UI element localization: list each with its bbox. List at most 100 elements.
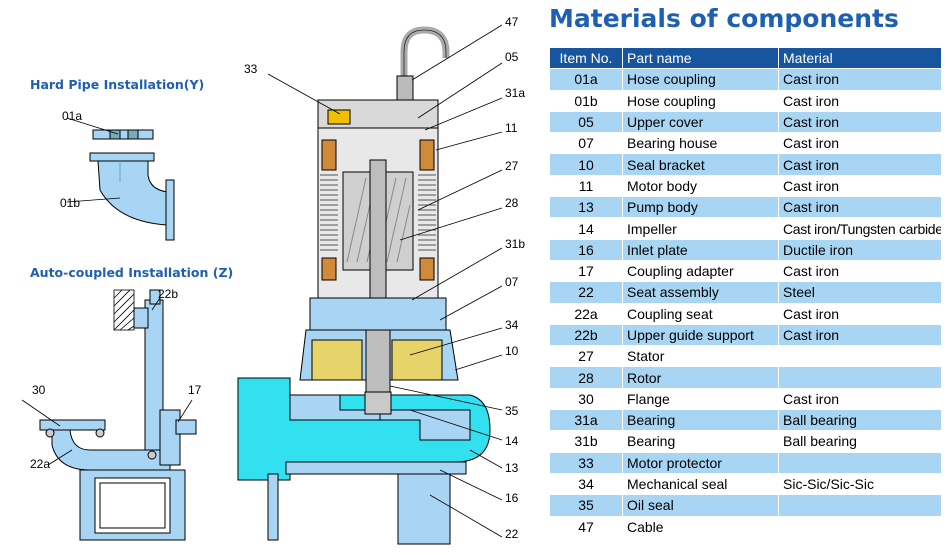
callout-11: 11: [505, 121, 518, 135]
cell-material: Cast iron: [778, 174, 942, 198]
cell-part-name: Flange: [622, 387, 779, 411]
cell-material: [778, 494, 942, 517]
callout-13: 13: [505, 461, 519, 475]
hose-coupling-01a: [92, 129, 154, 140]
cell-material: Ball bearing: [778, 409, 942, 432]
cell-item-no: 31a: [549, 409, 623, 432]
cell-item-no: 14: [549, 217, 623, 240]
cell-material: Cast iron: [778, 89, 942, 112]
cell-item-no: 30: [549, 387, 623, 411]
cell-material: Ball bearing: [778, 430, 942, 453]
cell-item-no: 31b: [549, 430, 623, 453]
auto-coupled-heading: Auto-coupled Installation (Z): [30, 265, 234, 280]
cell-item-no: 10: [549, 153, 623, 176]
callout-05: 05: [505, 50, 519, 64]
callout-07: 07: [505, 275, 519, 289]
callout-47: 47: [505, 15, 519, 29]
cell-item-no: 01b: [549, 89, 623, 112]
cell-item-no: 28: [549, 366, 623, 389]
cell-part-name: Hose coupling: [622, 89, 779, 112]
table-header-row: Item No. Part name Material: [549, 46, 942, 70]
cell-part-name: Motor protector: [622, 451, 779, 474]
wall-hatch: [113, 289, 135, 331]
callout-33: 33: [244, 62, 258, 76]
cell-material: Ductile iron: [778, 238, 942, 261]
callout-17: 17: [188, 383, 202, 397]
callout-16: 16: [505, 491, 519, 505]
cell-item-no: 13: [549, 196, 623, 219]
cell-item-no: 22a: [549, 302, 623, 325]
cell-material: Cast iron: [778, 387, 942, 411]
cell-item-no: 05: [549, 110, 623, 134]
cell-item-no: 27: [549, 345, 623, 368]
cell-part-name: Coupling seat: [622, 302, 779, 325]
cell-item-no: 35: [549, 494, 623, 517]
callout-27: 27: [505, 159, 519, 173]
callout-30: 30: [32, 383, 46, 397]
header-material: Material: [778, 46, 942, 70]
cell-material: Cast iron: [778, 68, 942, 91]
cell-part-name: Coupling adapter: [622, 259, 779, 283]
hard-pipe-heading: Hard Pipe Installation(Y): [30, 77, 205, 92]
callout-01a: 01a: [62, 109, 83, 123]
cell-part-name: Motor body: [622, 174, 779, 198]
cell-material: Cast iron: [778, 110, 942, 134]
cell-part-name: Inlet plate: [622, 238, 779, 261]
cell-part-name: Pump body: [622, 196, 779, 219]
cell-part-name: Bearing: [622, 409, 779, 432]
cell-item-no: 01a: [549, 68, 623, 91]
callout-22b: 22b: [158, 287, 179, 301]
cell-material: Cast iron: [778, 302, 942, 325]
callout-22: 22: [505, 527, 519, 541]
cell-material: [778, 366, 942, 389]
cell-material: [778, 515, 942, 538]
cell-material: Cast iron: [778, 259, 942, 283]
cell-material: [778, 345, 942, 368]
callout-31b: 31b: [505, 237, 526, 251]
cell-part-name: Impeller: [622, 217, 779, 240]
cell-item-no: 33: [549, 451, 623, 474]
header-item-no: Item No.: [549, 46, 623, 70]
leader-lines: [267, 24, 503, 538]
cell-material: Cast iron/Tungsten carbide: [778, 217, 942, 240]
cell-part-name: Bearing: [622, 430, 779, 453]
cell-part-name: Hose coupling: [622, 68, 779, 91]
cell-part-name: Bearing house: [622, 132, 779, 155]
pump-cross-section: [237, 26, 491, 545]
cell-part-name: Seat assembly: [622, 281, 779, 304]
cell-material: Cast iron: [778, 323, 942, 347]
cell-item-no: 22b: [549, 323, 623, 347]
hose-coupling-01b: [89, 152, 175, 241]
cell-part-name: Cable: [622, 515, 779, 538]
callout-34: 34: [505, 318, 519, 332]
cell-part-name: Stator: [622, 345, 779, 368]
cell-item-no: 07: [549, 132, 623, 155]
cell-part-name: Rotor: [622, 366, 779, 389]
header-part-name: Part name: [622, 46, 779, 70]
cell-part-name: Oil seal: [622, 494, 779, 517]
page-title: Materials of components: [549, 4, 899, 33]
cell-material: [778, 451, 942, 474]
cell-material: Cast iron: [778, 196, 942, 219]
cell-part-name: Upper cover: [622, 110, 779, 134]
cell-part-name: Mechanical seal: [622, 472, 779, 496]
cell-item-no: 22: [549, 281, 623, 304]
